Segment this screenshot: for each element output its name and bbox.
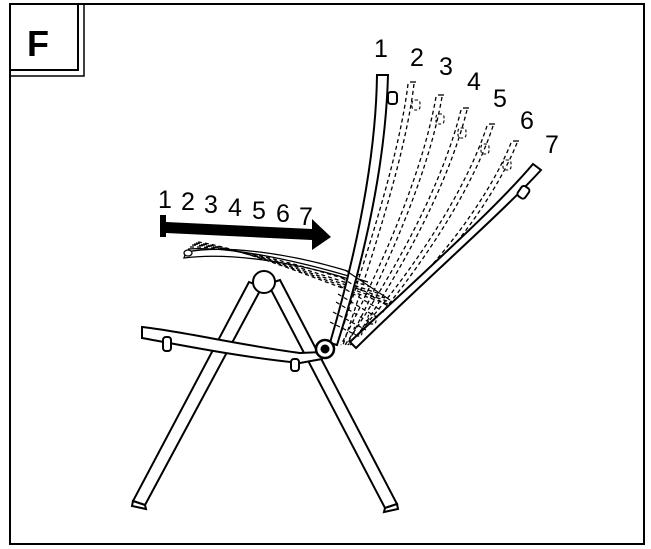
chair-pivot-hub — [252, 270, 276, 294]
backrest-label-7: 7 — [545, 131, 559, 159]
backrest-ghost-knobs — [411, 99, 512, 171]
backrest-label-4: 4 — [467, 68, 481, 96]
backrest-label-2: 2 — [410, 44, 424, 72]
armrest-position-labels: 1 2 3 4 5 6 7 — [158, 186, 313, 231]
armrest-label-4: 4 — [228, 194, 242, 222]
backrest-position-1 — [328, 74, 398, 347]
armrest-label-7: 7 — [299, 203, 313, 231]
backrest-label-6: 6 — [520, 107, 534, 135]
backrest-position-labels: 1 2 3 4 5 6 7 — [374, 35, 559, 159]
armrest-label-5: 5 — [252, 197, 266, 225]
direction-arrow — [160, 215, 331, 250]
armrest-positions — [183, 241, 395, 307]
chair-front-leg — [266, 278, 400, 514]
backrest-label-3: 3 — [439, 53, 453, 81]
armrest-label-3: 3 — [204, 191, 218, 219]
backrest-position-7 — [348, 162, 543, 350]
armrest-label-6: 6 — [276, 200, 290, 228]
figure-label: F — [27, 23, 49, 64]
figure-label-box: F — [10, 3, 85, 77]
backrest-label-5: 5 — [493, 85, 507, 113]
chair-lower-frame — [141, 325, 323, 372]
backrest-label-1: 1 — [374, 35, 388, 63]
backrest-positions-dashed — [336, 81, 519, 346]
armrest-label-1: 1 — [158, 186, 172, 214]
armrest-label-2: 2 — [181, 188, 195, 216]
figure-border — [9, 3, 645, 545]
backrest-lower-fan — [329, 269, 391, 337]
recline-hinge — [314, 338, 336, 360]
chair-rear-leg — [130, 280, 264, 511]
